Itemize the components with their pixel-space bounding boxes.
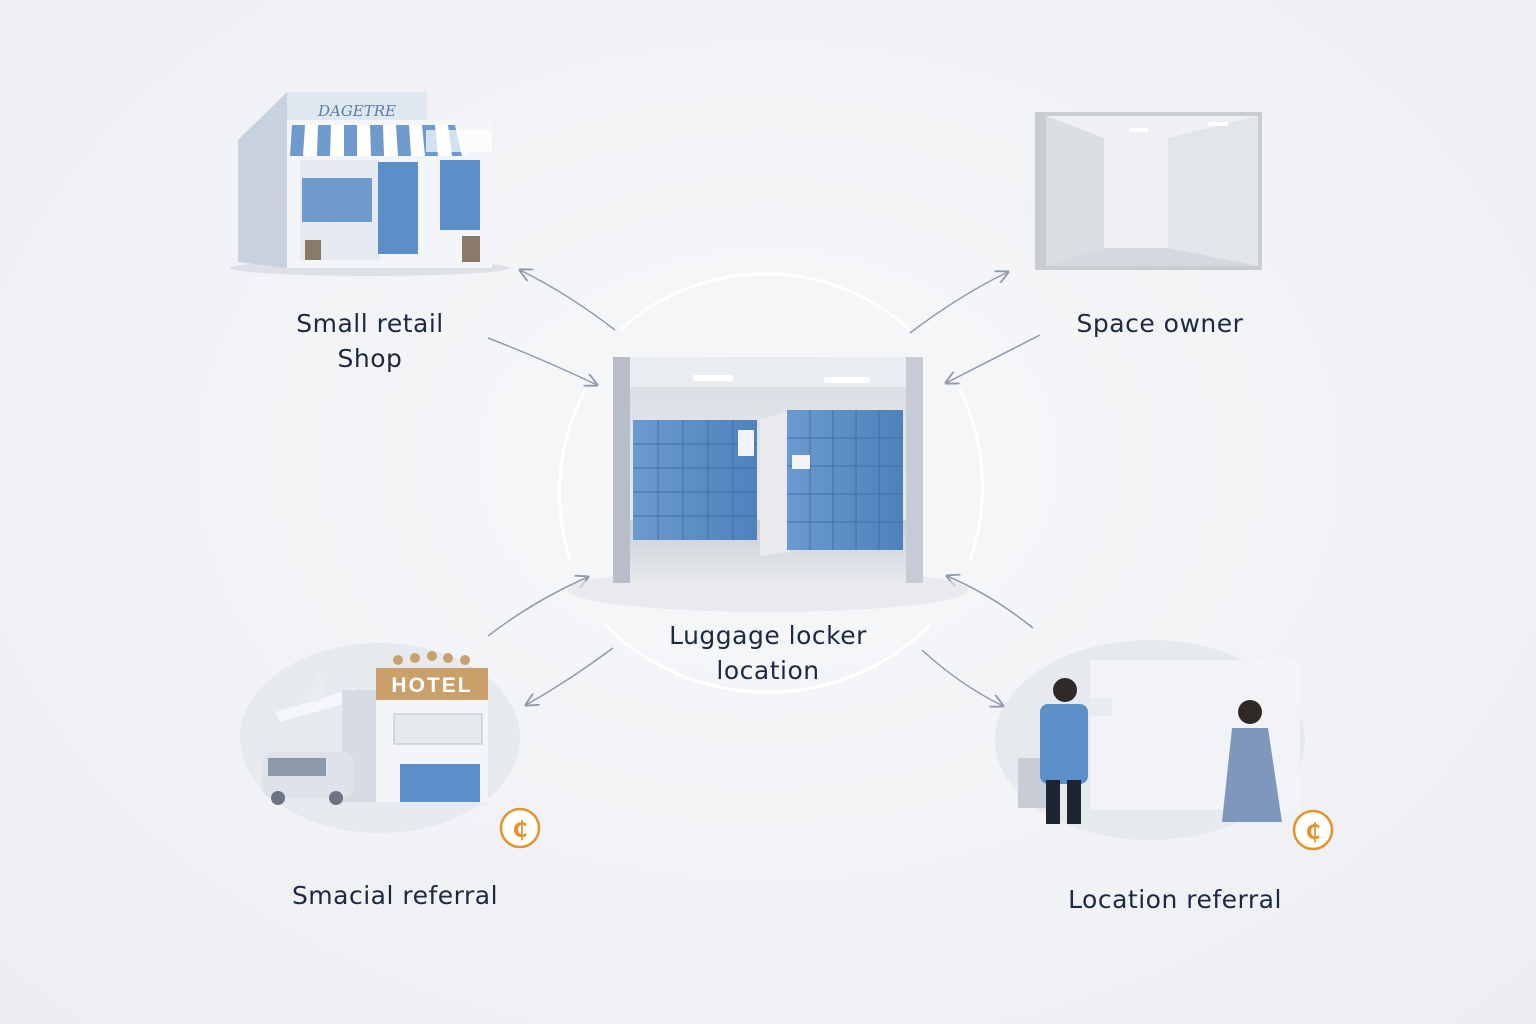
arrow-space-to-center [946,334,1041,383]
airplane-icon [275,672,358,722]
arrow-center-to-space [909,272,1008,334]
arrow-center-to-locref [921,649,1003,706]
arrow-center-to-smacial [526,647,614,705]
retail-shop-illustration [220,92,520,290]
center-ring [558,272,984,694]
empty-space-illustration [990,112,1290,280]
coin-icon-smacial: ₵ [499,807,541,849]
coin-glyph: ₵ [512,818,527,843]
label-line: Location referral [1068,885,1282,914]
locker-room-illustration [568,357,968,612]
label-luggage-locker-location: Luggage locker location [638,618,898,688]
arrow-smacial-to-center [487,577,588,637]
person-agent-icon [1040,678,1112,824]
label-space-owner: Space owner [1040,306,1280,341]
hotel-illustration [240,643,520,833]
label-line: Space owner [1076,309,1244,338]
location-referral-illustration [995,640,1305,840]
arrow-locref-to-center [947,576,1034,629]
label-line: Shop [337,344,403,373]
arrow-center-to-retail [520,270,616,331]
coin-icon-location-referral: ₵ [1292,809,1334,851]
label-line: Luggage locker [669,621,867,650]
label-line: Small retail [296,309,444,338]
person-owner-icon [1222,700,1282,822]
flow-arrows [487,270,1041,706]
bus-icon [262,752,354,805]
label-line: location [716,656,820,685]
label-location-referral: Location referral [1030,882,1320,917]
coin-glyph: ₵ [1305,820,1320,845]
label-line: Smacial referral [291,881,499,910]
label-small-retail-shop: Small retail Shop [250,306,490,376]
label-smacial-referral: Smacial referral [240,878,550,913]
retail-sign-text: DAGETRE [317,102,396,120]
arrow-retail-to-center [487,337,597,385]
hotel-sign-text: HOTEL [391,674,472,697]
